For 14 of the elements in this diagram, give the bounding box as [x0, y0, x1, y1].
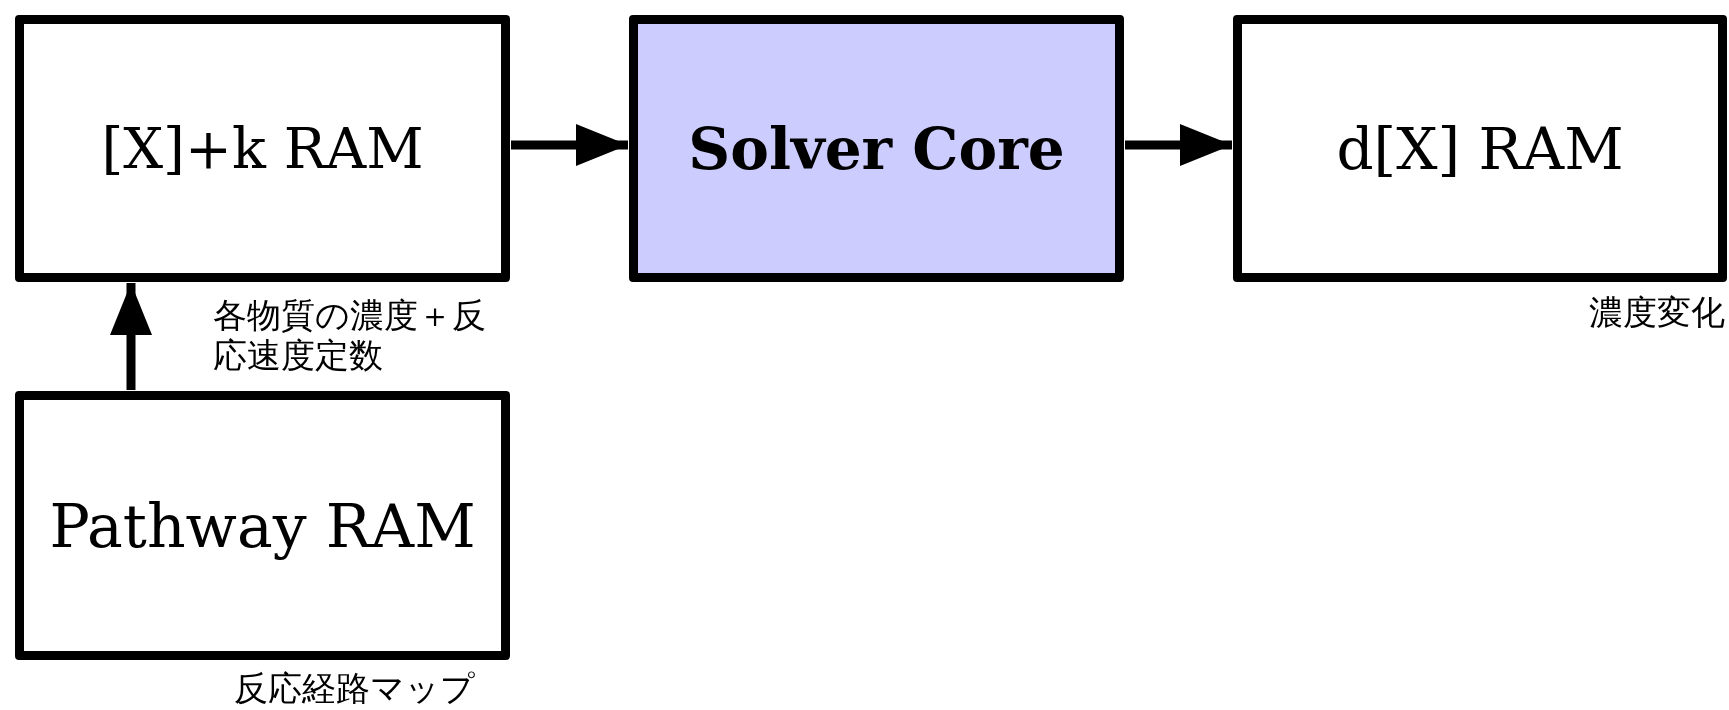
box-label: Solver Core: [688, 114, 1065, 183]
caption-text: 反応経路マップ: [234, 668, 476, 708]
box-label: d[X] RAM: [1336, 114, 1624, 183]
caption-text: 濃度変化: [1588, 292, 1725, 332]
caption-text: 各物質の濃度＋反応速度定数: [213, 295, 487, 375]
box-label: [X]+k RAM: [101, 116, 424, 181]
process-box: [15, 391, 510, 660]
arrow: [1125, 124, 1232, 166]
box-label: Pathway RAM: [49, 490, 476, 561]
process-box: [1233, 15, 1727, 282]
arrow: [511, 124, 628, 166]
process-box: [15, 15, 510, 282]
arrow: [110, 283, 152, 390]
process-box: [629, 15, 1124, 282]
